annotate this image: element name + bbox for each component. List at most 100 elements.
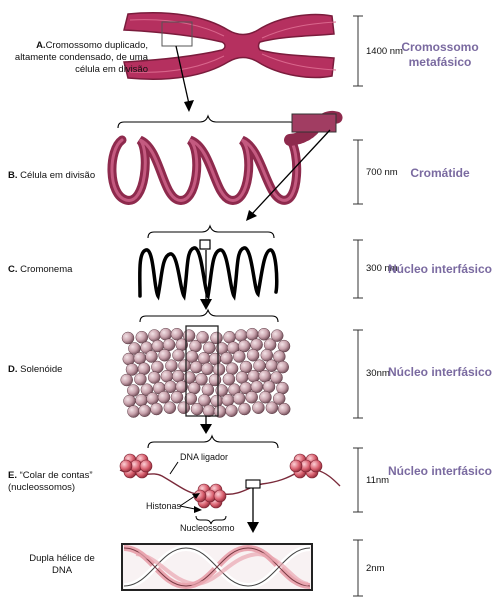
- solenoid-bead: [208, 352, 222, 366]
- metaphase-chromosome: [123, 12, 337, 80]
- solenoid-bead: [128, 342, 141, 355]
- solenoid-bead: [259, 390, 272, 404]
- solenoid-bead: [257, 327, 271, 341]
- solenoid-bead: [163, 401, 177, 414]
- solenoid-bead: [202, 404, 216, 418]
- scale-label-e: 11nm: [366, 475, 390, 486]
- solenoid-bead: [246, 348, 260, 362]
- nucleosome-right: [289, 453, 323, 479]
- solenoid-bead: [273, 350, 286, 363]
- solenoid-bead: [134, 372, 147, 386]
- solenoid-bead: [121, 331, 135, 345]
- solenoid-bead: [225, 404, 238, 417]
- scale-label-d: 30nm: [366, 368, 390, 379]
- brace-beads: [147, 434, 279, 449]
- solenoid-bead: [201, 362, 214, 376]
- solenoid-bead: [210, 331, 223, 345]
- solenoid-bead: [212, 363, 226, 376]
- solenoid-bead: [225, 362, 239, 375]
- solenoid-bead: [195, 373, 208, 386]
- solenoid-bead: [146, 392, 159, 405]
- solenoid-bead: [133, 351, 147, 365]
- label-b: B. Célula em divisão: [8, 170, 96, 181]
- solenoid-bead: [122, 352, 136, 366]
- solenoid-bead: [247, 369, 260, 383]
- histone-bead: [309, 459, 323, 473]
- solenoid-bead: [277, 339, 291, 353]
- solenoid-bead: [162, 338, 176, 351]
- solenoid-bead: [135, 330, 149, 344]
- nucleosome-label: Nucleossomo: [180, 523, 235, 533]
- solenoid-bead: [221, 393, 235, 407]
- solenoid-bead: [208, 373, 222, 387]
- histones-label: Histonas: [146, 501, 182, 511]
- solenoid-bead: [145, 350, 158, 363]
- brace-solenoid: [139, 308, 279, 323]
- solenoid-bead: [160, 369, 174, 383]
- brace-cromonema: [147, 224, 275, 239]
- solenoid-bead: [127, 405, 140, 418]
- label-a: A.Cromossomo duplicado, altamente conden…: [14, 40, 148, 75]
- cromonema-loops: [138, 246, 279, 301]
- solenoid-bead: [185, 350, 199, 363]
- solenoid-bead: [277, 402, 291, 416]
- solenoid-bead: [165, 359, 178, 372]
- solenoid-bead: [150, 402, 163, 416]
- solenoid-bead: [123, 394, 136, 408]
- solenoid-bead: [197, 352, 211, 365]
- scale-bars: [353, 15, 363, 597]
- histone-bead: [289, 459, 303, 473]
- linker-dna-label: DNA ligador: [180, 452, 229, 462]
- chromatid-coil: [107, 110, 344, 205]
- solenoid-bead: [252, 401, 265, 414]
- solenoid-bead: [223, 330, 236, 344]
- solenoid-bead: [233, 350, 246, 363]
- solenoid-bead: [260, 348, 274, 362]
- solenoid-bead: [222, 372, 236, 386]
- solenoid-bead: [201, 383, 215, 397]
- solenoid-bead: [234, 329, 248, 342]
- solenoid-bead: [276, 360, 289, 374]
- solenoid-bead: [138, 404, 151, 417]
- solenoid-bead: [276, 381, 289, 395]
- label-c: C. Cromonema: [8, 264, 73, 275]
- solenoid-bead: [127, 384, 140, 397]
- scale-label-b: 700 nm: [366, 167, 398, 178]
- solenoid-bead: [158, 348, 171, 362]
- nucleosome-left: [119, 453, 153, 479]
- solenoid-bead: [170, 327, 184, 341]
- solenoid-bead: [125, 363, 139, 376]
- solenoid-bead: [135, 393, 148, 407]
- solenoid-bead: [272, 392, 286, 405]
- solenoid-bead: [258, 369, 272, 383]
- solenoid-bead: [203, 341, 216, 355]
- label-dna: Dupla hélice de DNA: [29, 553, 95, 576]
- solenoid-bead: [148, 329, 161, 342]
- solenoid-bead: [120, 373, 133, 387]
- solenoid-bead: [177, 401, 191, 414]
- solenoid-bead: [220, 351, 233, 365]
- solenoid-fiber: [120, 327, 291, 418]
- scale-label-c: 300 nm: [366, 263, 398, 274]
- solenoid-bead: [232, 392, 246, 405]
- solenoid-bead: [147, 371, 161, 384]
- solenoid-bead: [164, 380, 177, 393]
- solenoid-bead: [245, 327, 259, 341]
- solenoid-bead: [157, 390, 171, 404]
- solenoid-bead: [238, 339, 251, 353]
- solenoid-bead: [140, 383, 154, 396]
- solenoid-bead: [182, 329, 196, 342]
- solenoid-bead: [238, 402, 251, 416]
- dna-double-helix: [121, 543, 313, 591]
- solenoid-bead: [183, 371, 196, 384]
- solenoid-bead: [270, 371, 283, 384]
- label-e: E. “Colar de contas” (nucleossomos): [8, 470, 93, 493]
- arrow-a-to-b: [175, 45, 190, 105]
- solenoid-bead: [265, 401, 279, 414]
- arrow-b-to-c: [251, 129, 331, 215]
- histone-bead: [119, 459, 133, 473]
- solenoid-bead: [235, 371, 249, 384]
- solenoid-bead: [170, 390, 184, 404]
- solenoid-bead: [159, 327, 172, 341]
- solenoid-bead: [151, 360, 164, 374]
